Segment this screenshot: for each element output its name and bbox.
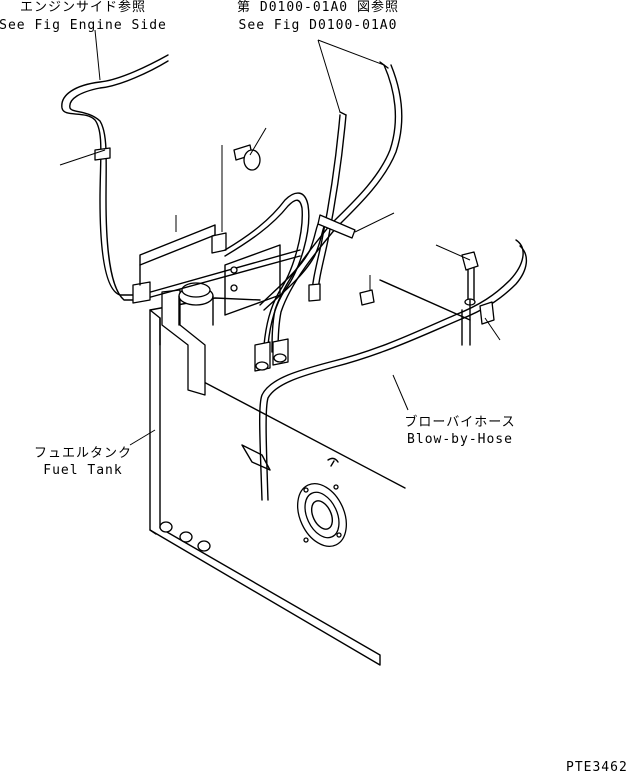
fuel-tank-label-jp: フュエルタンク xyxy=(33,446,133,461)
blow-by-hose xyxy=(241,239,527,501)
engine-side-label-jp: エンジンサイド参照 xyxy=(19,0,147,15)
fuel-tank-label-en: Fuel Tank xyxy=(43,463,123,478)
engine-side-label-en: See Fig Engine Side xyxy=(0,18,167,33)
drawing-code: PTE3462 xyxy=(566,760,628,775)
engine-side-hose xyxy=(61,54,301,304)
bolts xyxy=(233,144,479,306)
middle-hoses xyxy=(224,61,403,372)
fig-ref-label-jp: 第 D0100-01A0 図参照 xyxy=(237,0,399,15)
blowby-label-jp: ブローバイホース xyxy=(404,415,516,430)
blowby-label-en: Blow-by-Hose xyxy=(407,432,513,447)
filler-flange xyxy=(297,457,347,547)
fuel-tank xyxy=(149,282,406,666)
fig-ref-label-en: See Fig D0100-01A0 xyxy=(238,18,398,33)
leader-lines xyxy=(59,29,501,446)
